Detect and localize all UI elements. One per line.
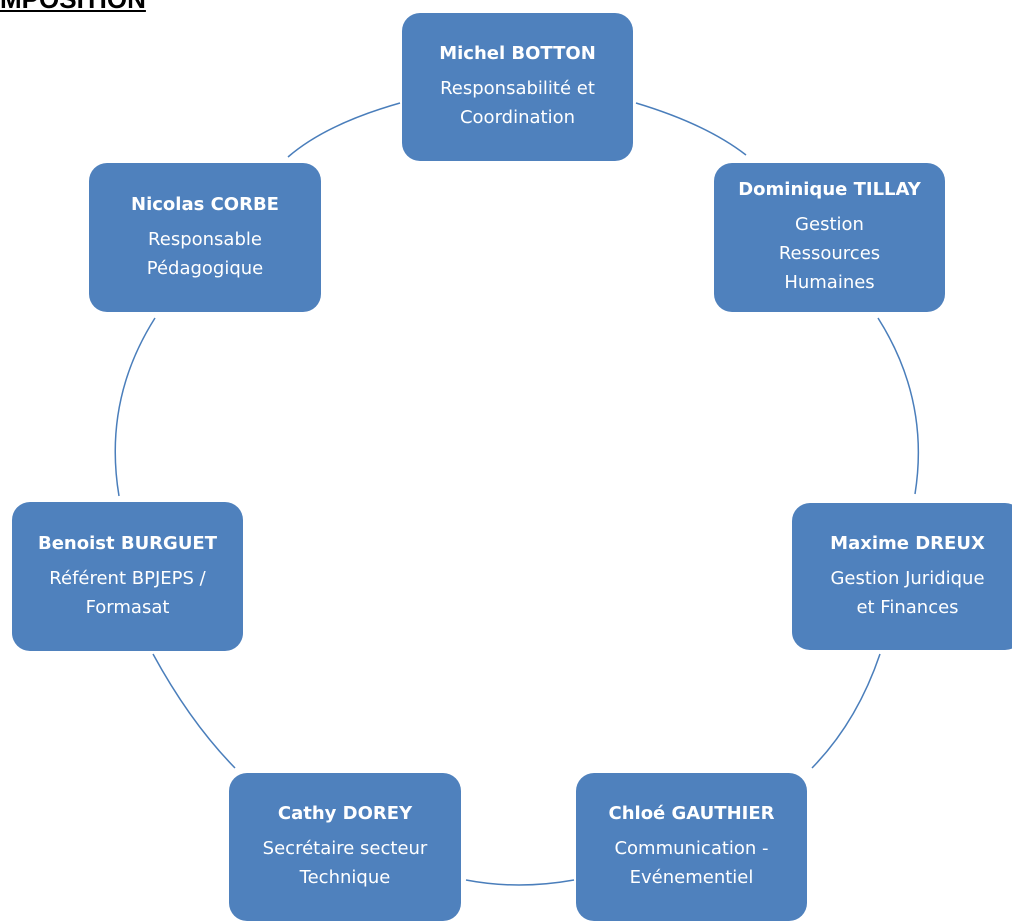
node-name: Cathy DOREY	[277, 803, 413, 824]
role-line: Gestion	[795, 214, 864, 235]
node-chloe-gauthier: Chloé GAUTHIER Communication - Evénement…	[576, 773, 807, 921]
connector-dreux-gauthier	[811, 653, 881, 769]
node-name: Michel BOTTON	[439, 43, 596, 64]
node-role: Responsabilité et Coordination	[440, 74, 595, 132]
role-line: Référent BPJEPS /	[49, 567, 206, 589]
role-line: Pédagogique	[146, 257, 264, 279]
node-michel-botton: Michel BOTTON Responsabilité et Coordina…	[402, 13, 633, 161]
role-line: Technique	[299, 867, 391, 888]
connector-botton-tillay	[635, 102, 747, 156]
role-line: Coordination	[459, 107, 575, 128]
node-name: Nicolas CORBE	[131, 193, 279, 215]
node-role: Gestion Ressources Humaines	[779, 210, 880, 297]
node-benoist-burguet: Benoist BURGUET Référent BPJEPS / Formas…	[12, 502, 243, 651]
node-nicolas-corbe: Nicolas CORBE Responsable Pédagogique	[89, 163, 321, 312]
node-role: Responsable Pédagogique	[147, 225, 264, 283]
node-maxime-dreux: Maxime DREUX Gestion Juridique et Financ…	[792, 503, 1012, 650]
node-name: Maxime DREUX	[830, 532, 985, 554]
node-role: Secrétaire secteur Technique	[263, 834, 428, 892]
node-role: Communication - Evénementiel	[614, 834, 768, 892]
connector-gauthier-dorey	[465, 879, 575, 886]
role-line: Responsabilité et	[440, 78, 595, 99]
node-name: Chloé GAUTHIER	[608, 803, 775, 824]
role-line: Gestion Juridique	[830, 567, 985, 589]
connector-burguet-corbe	[114, 317, 156, 497]
role-line: Communication -	[614, 838, 769, 859]
node-role: Référent BPJEPS / Formasat	[49, 564, 205, 622]
role-line: Humaines	[784, 272, 875, 293]
node-role: Gestion Juridique et Finances	[830, 564, 984, 622]
node-dominique-tillay: Dominique TILLAY Gestion Ressources Huma…	[714, 163, 945, 312]
node-name: Benoist BURGUET	[37, 532, 218, 554]
connector-dorey-burguet	[152, 653, 236, 769]
role-line: Secrétaire secteur	[262, 838, 428, 859]
role-line: Responsable	[148, 228, 262, 250]
connector-corbe-botton	[287, 102, 401, 158]
role-line: Evénementiel	[629, 867, 754, 888]
page-heading: MPOSITION	[0, 0, 146, 14]
role-line: Formasat	[85, 596, 170, 618]
role-line: et Finances	[856, 596, 959, 618]
role-line: Ressources	[778, 243, 881, 264]
connector-tillay-dreux	[877, 317, 920, 495]
node-name: Dominique TILLAY	[738, 179, 921, 200]
node-cathy-dorey: Cathy DOREY Secrétaire secteur Technique	[229, 773, 461, 921]
